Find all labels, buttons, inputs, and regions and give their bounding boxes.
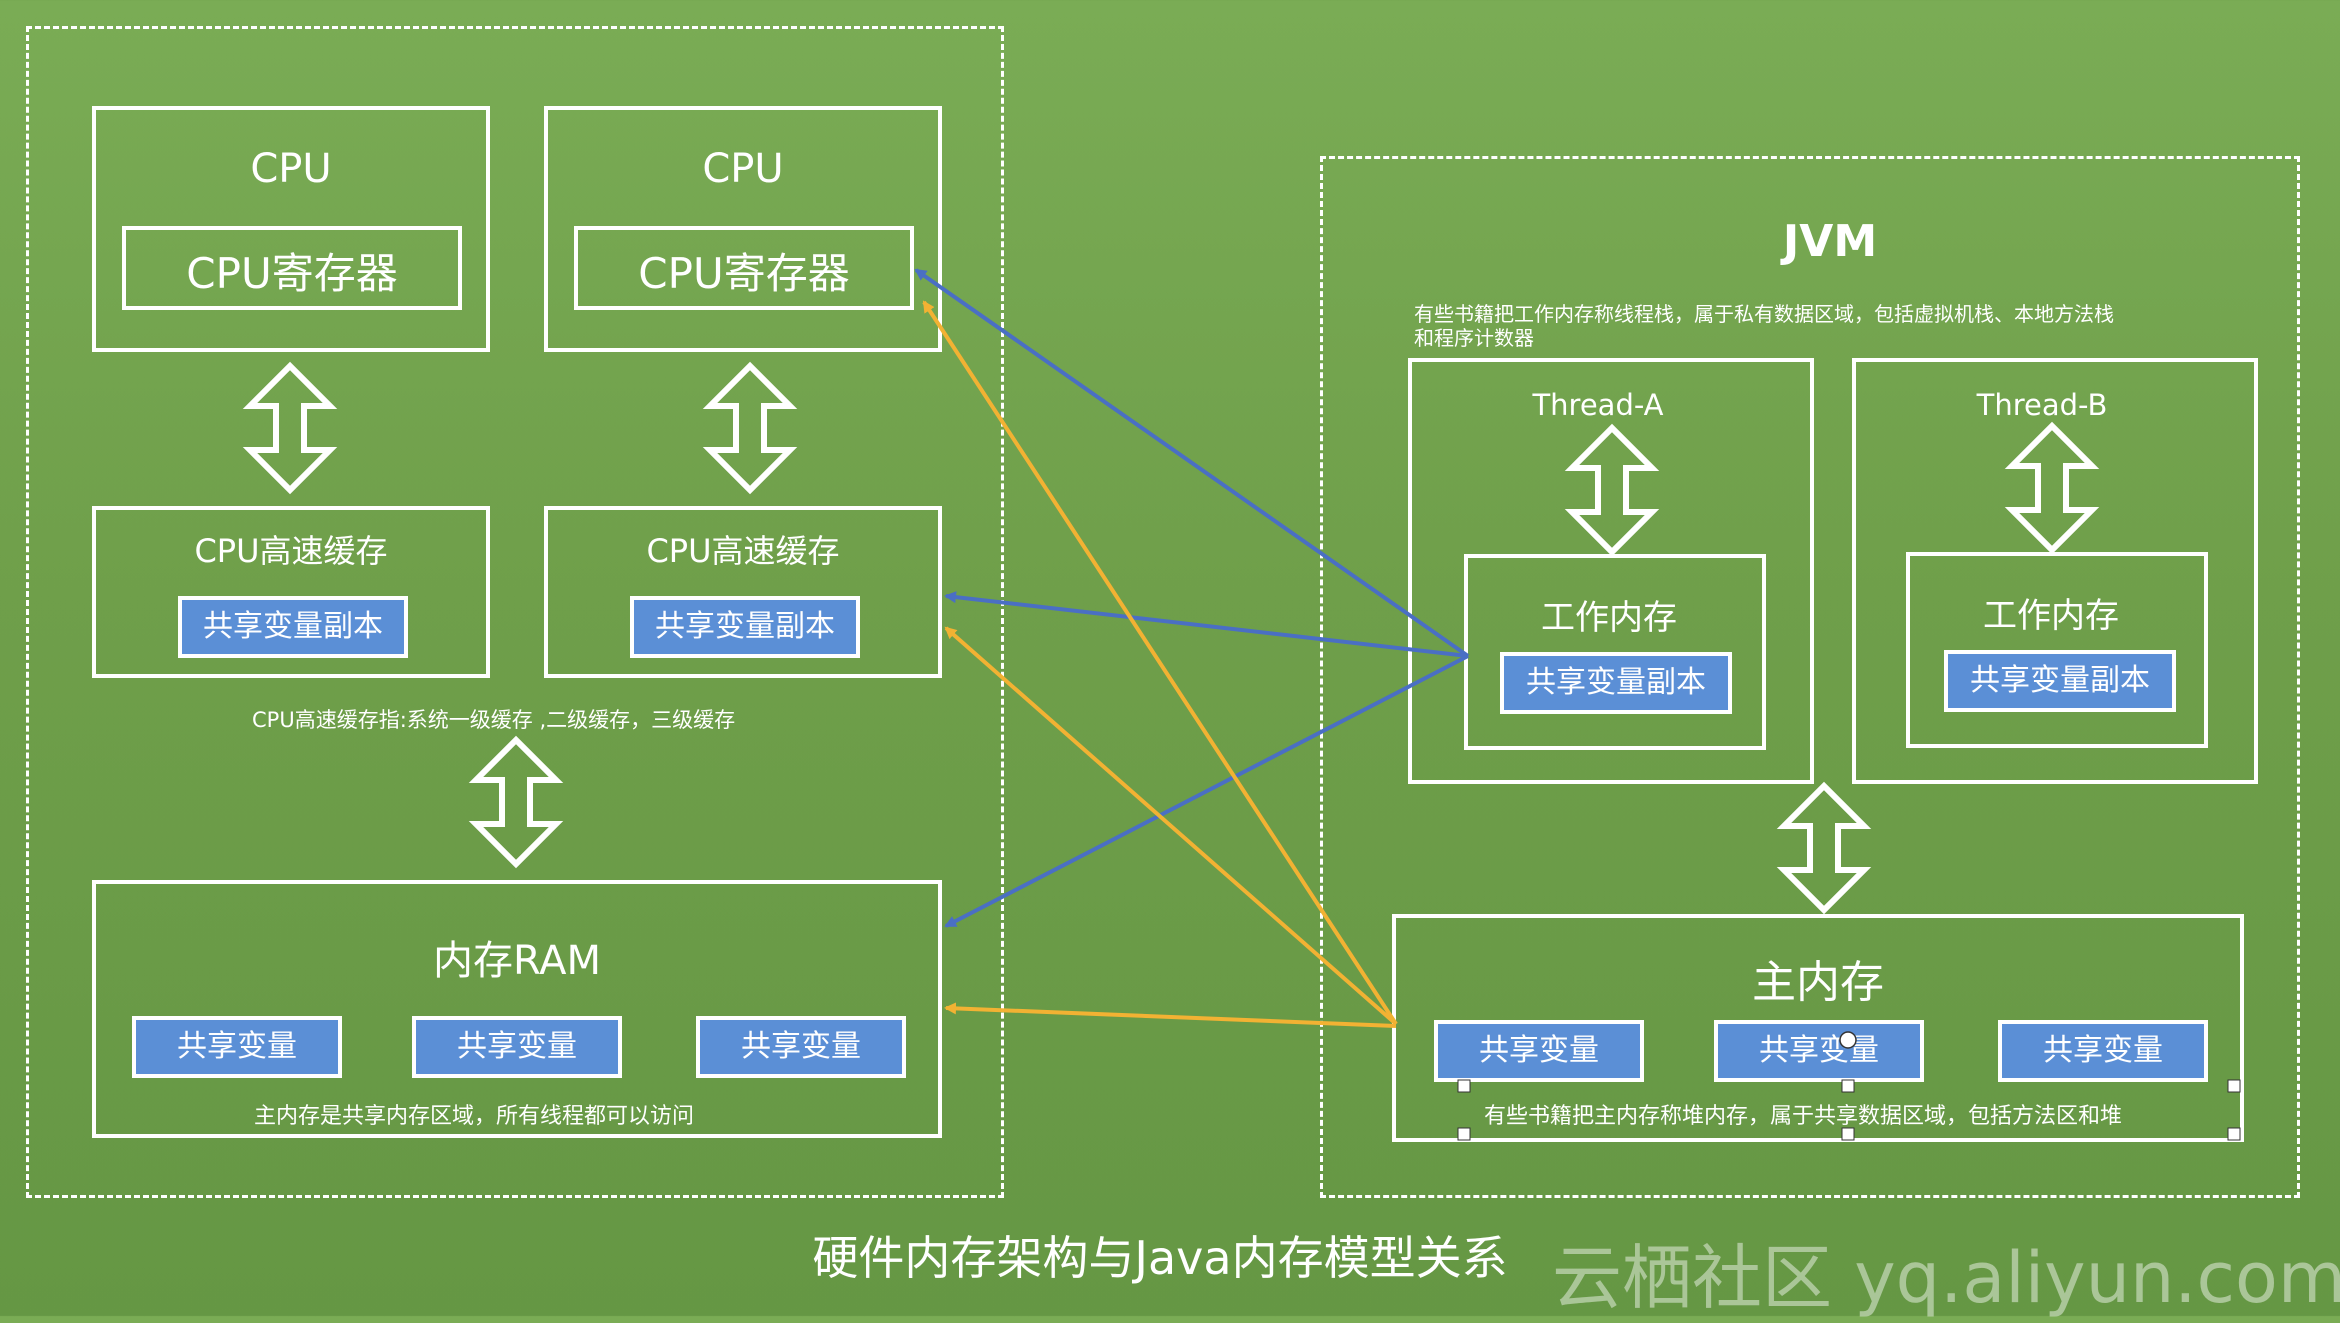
cache-left-copy: 共享变量副本 (178, 596, 408, 658)
ram-var-2: 共享变量 (412, 1016, 622, 1078)
thread-a-title: Thread-A (1532, 388, 1664, 422)
ram-var-3: 共享变量 (696, 1016, 906, 1078)
rotate-handle-icon (1839, 1031, 1857, 1049)
selection-handles (1457, 1079, 2241, 1141)
thread-a-box (1408, 358, 1814, 784)
double-arrow-icon (2012, 426, 2092, 550)
thread-a-work-label: 工作内存 (1541, 598, 1677, 638)
main-memory-note: 有些书籍把主内存称堆内存，属于共享数据区域，包括方法区和堆 (1484, 1104, 2123, 1129)
orange-arrow-to-cache (944, 626, 1398, 1026)
cache-right-title: CPU高速缓存 (646, 532, 840, 570)
cpu-right-title: CPU (702, 146, 784, 192)
cache-right-copy: 共享变量副本 (630, 596, 860, 658)
blue-arrow-to-cache (944, 591, 1469, 658)
cache-left (92, 506, 490, 678)
thread-b-work-label: 工作内存 (1983, 596, 2119, 636)
cache-left-title: CPU高速缓存 (194, 532, 388, 570)
ram-note: 主内存是共享内存区域，所有线程都可以访问 (254, 1104, 695, 1129)
cpu-left-register (122, 226, 462, 310)
cpu-left (92, 106, 490, 352)
ram-var-1: 共享变量 (132, 1016, 342, 1078)
orange-arrow-to-ram (944, 1002, 1397, 1028)
jvm-title: JVM (1782, 216, 1878, 267)
cpu-left-title: CPU (250, 146, 332, 192)
main-var-3: 共享变量 (1998, 1020, 2208, 1082)
thread-b-copy: 共享变量副本 (1944, 650, 2176, 712)
double-arrow-icon (476, 740, 556, 864)
jvm-note-line1: 有些书籍把工作内存称线程栈，属于私有数据区域，包括虚拟机栈、本地方法栈 (1414, 302, 2114, 326)
main-var-1: 共享变量 (1434, 1020, 1644, 1082)
ram-title: 内存RAM (432, 938, 602, 984)
cpu-left-register-label: CPU寄存器 (186, 249, 398, 298)
jvm-note-line2: 和程序计数器 (1414, 326, 1534, 350)
orange-arrow-to-register (922, 300, 1398, 1026)
hardware-region (26, 26, 1004, 1198)
watermark: 云栖社区 yq.aliyun.com (1552, 1237, 2340, 1319)
thread-b-work-memory (1906, 552, 2208, 748)
cpu-right-register (574, 226, 914, 310)
double-arrow-icon (1572, 428, 1652, 552)
double-arrow-icon (1784, 786, 1864, 910)
main-var-2: 共享变量 (1714, 1020, 1924, 1082)
main-memory-title: 主内存 (1752, 957, 1884, 1008)
thread-b-box (1852, 358, 2258, 784)
ram-box (92, 880, 942, 1138)
diagram-caption: 硬件内存架构与Java内存模型关系 (812, 1231, 1508, 1285)
blue-arrow-to-ram (944, 654, 1469, 928)
double-arrow-icon (250, 366, 330, 490)
thread-a-copy: 共享变量副本 (1500, 652, 1732, 714)
cache-right (544, 506, 942, 678)
cpu-right (544, 106, 942, 352)
thread-a-work-memory (1464, 554, 1766, 750)
main-memory-box (1392, 914, 2244, 1142)
blue-arrow-to-register (914, 268, 1470, 658)
jvm-region (1320, 156, 2300, 1198)
double-arrow-icon (710, 366, 790, 490)
cpu-right-register-label: CPU寄存器 (638, 249, 850, 298)
thread-b-title: Thread-B (1976, 388, 2108, 422)
cache-note: CPU高速缓存指:系统一级缓存 ,二级缓存，三级缓存 (252, 708, 736, 732)
